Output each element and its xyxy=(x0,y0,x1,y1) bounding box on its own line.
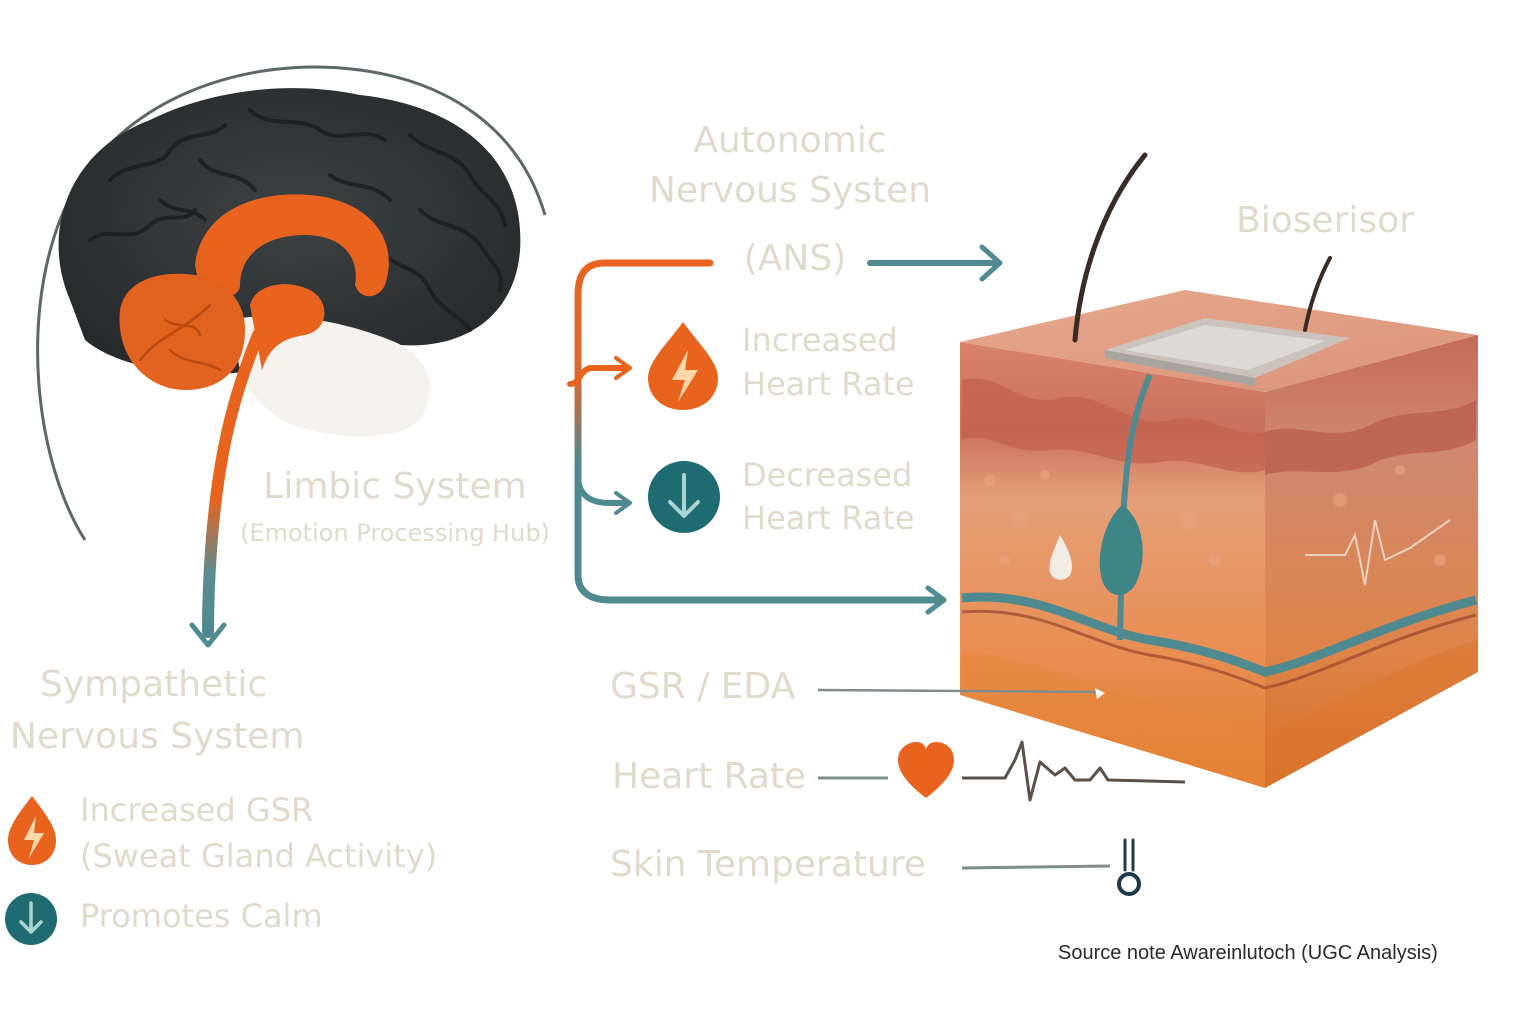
ans-label-line2: Nervous Systen xyxy=(648,170,932,211)
head-outline xyxy=(36,65,547,541)
heart-rate-label: Heart Rate xyxy=(612,756,807,797)
limbic-system-subtitle: (Emotion Processing Hub) xyxy=(240,519,550,547)
skin-temperature-label: Skin Temperature xyxy=(610,844,927,885)
limbic-arch xyxy=(195,194,389,297)
heart-icon xyxy=(898,742,954,798)
ans-branch-line xyxy=(574,259,944,604)
decreased-heart-rate-line1: Decreased xyxy=(742,456,913,494)
decreased-heart-rate-line2: Heart Rate xyxy=(742,499,915,537)
biosensor-label: Bioserisor xyxy=(1236,200,1415,241)
limbic-system-title: Limbic System xyxy=(263,466,527,507)
sympathetic-label-line1: Sympathetic xyxy=(40,664,268,705)
gsr-eda-label: GSR / EDA xyxy=(610,666,796,707)
ecg-trace xyxy=(962,740,1186,802)
biosensor-patch xyxy=(1105,318,1350,386)
ans-label-line1: Autonomic xyxy=(693,120,887,161)
increased-gsr-line1: Increased GSR xyxy=(80,791,314,829)
promotes-calm-label: Promotes Calm xyxy=(80,897,323,935)
increased-gsr-line2: (Sweat Gland Activity) xyxy=(80,837,438,875)
sympathetic-label-line2: Nervous System xyxy=(10,716,305,757)
promotes-calm-icon xyxy=(5,893,57,945)
brain-illustration xyxy=(58,88,521,437)
increased-gsr-icon xyxy=(8,796,56,865)
increased-heart-rate-line2: Heart Rate xyxy=(742,365,915,403)
ans-label-line3: (ANS) xyxy=(743,238,847,279)
source-note: Source note Awareinlutoch (UGC Analysis) xyxy=(1058,942,1438,964)
gsr-pointer-line xyxy=(817,688,1099,694)
decreased-heart-rate-icon xyxy=(648,461,720,533)
thermometer-icon xyxy=(1117,838,1141,896)
amygdala-region xyxy=(119,273,245,390)
increased-heart-rate-icon xyxy=(648,322,718,410)
increased-heart-rate-line1: Increased xyxy=(742,321,898,359)
spinal-pathway-arrow xyxy=(202,329,264,638)
skin-cross-section-cube xyxy=(960,152,1478,788)
skin-temp-pointer-line xyxy=(961,864,1111,870)
thalamus xyxy=(250,284,325,370)
